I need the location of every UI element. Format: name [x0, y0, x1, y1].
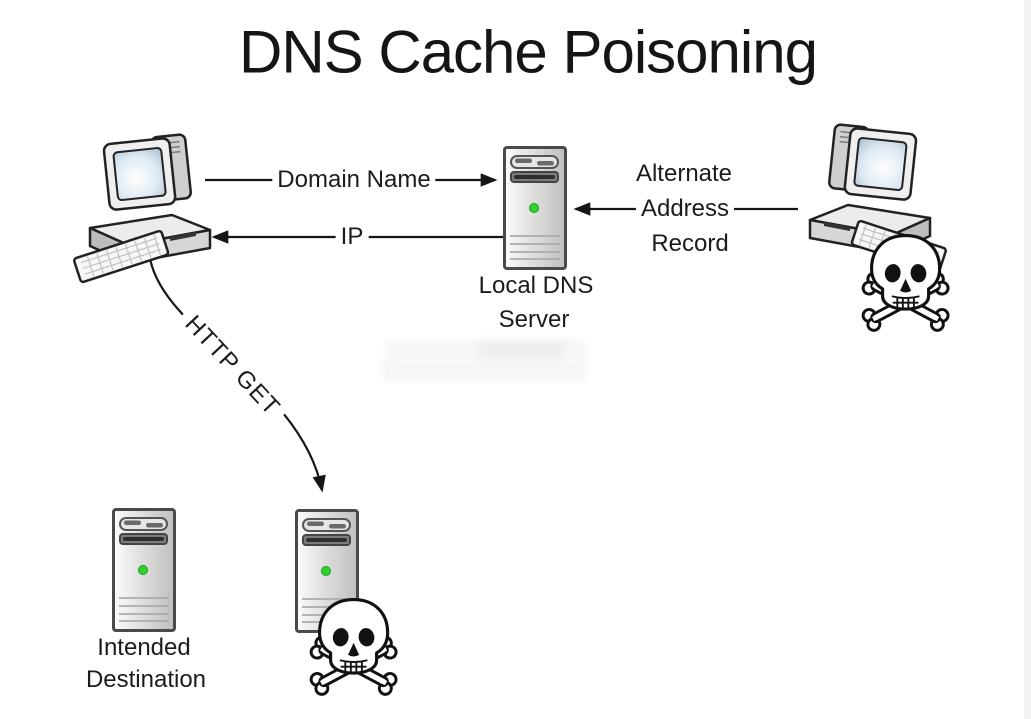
local-dns-label-line1: Local DNS: [478, 272, 594, 299]
intended-destination-label-line1: Intended: [97, 634, 191, 661]
intended-destination-label-line2: Destination: [85, 666, 207, 693]
page-edge-shadow: [1024, 0, 1031, 719]
client-computer-icon: [72, 132, 212, 284]
blurred-watermark: [382, 360, 587, 380]
alternate-address-label-line3: Record: [651, 230, 729, 257]
intended-destination-server-icon: [112, 508, 176, 632]
domain-name-label: Domain Name: [272, 165, 436, 195]
local-dns-server-icon: [503, 146, 567, 270]
blurred-watermark: [478, 341, 563, 358]
ip-label: IP: [335, 222, 369, 252]
diagram-title: DNS Cache Poisoning: [239, 18, 818, 86]
local-dns-label-line2: Server: [498, 306, 570, 333]
alternate-address-label-line1: Alternate: [635, 160, 733, 187]
alternate-address-label-line2: Address: [635, 194, 735, 224]
